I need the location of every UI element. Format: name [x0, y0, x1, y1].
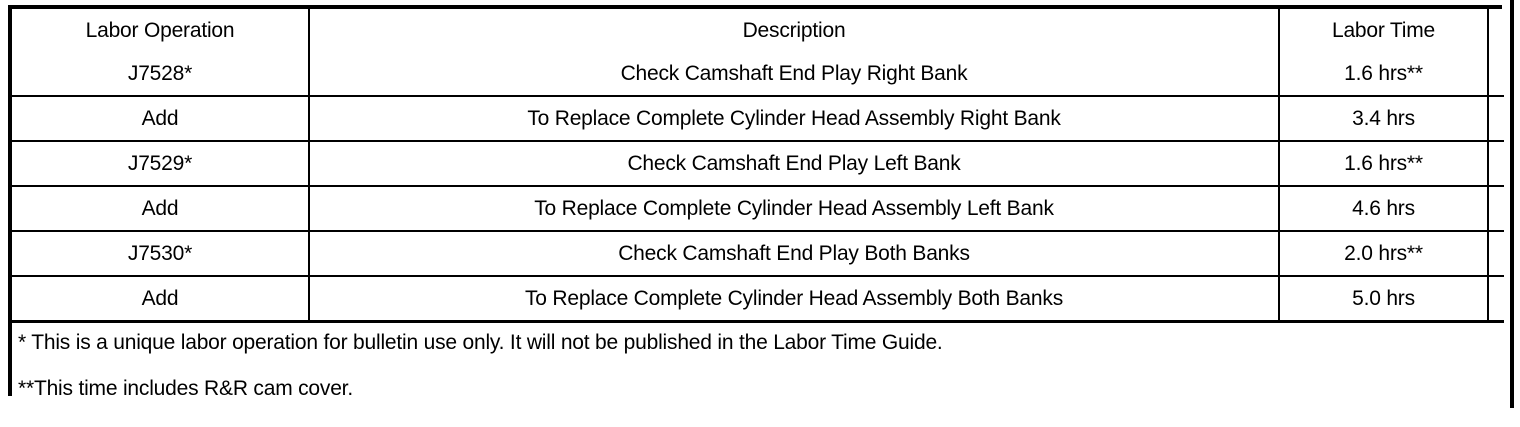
cell-labor-time: 4.6 hrs [1279, 186, 1488, 231]
cell-labor-time: 5.0 hrs [1279, 276, 1488, 322]
cell-blank [1488, 52, 1504, 96]
cell-blank [1488, 186, 1504, 231]
cell-labor-operation: Add [12, 276, 309, 322]
footnotes-cell: * This is a unique labor operation for b… [12, 322, 1504, 427]
labor-operation-table-container: Labor Operation Description Labor Time J… [8, 5, 1502, 396]
table-footnotes-row: * This is a unique labor operation for b… [12, 322, 1504, 427]
cell-labor-operation: J7528* [12, 52, 309, 96]
column-header-labor-operation: Labor Operation [12, 9, 309, 52]
footnote-double-asterisk: **This time includes R&R cam cover. [18, 377, 1504, 401]
footnote-spacer [18, 355, 1504, 377]
cell-blank [1488, 96, 1504, 141]
cell-labor-operation: Add [12, 96, 309, 141]
cell-description: Check Camshaft End Play Left Bank [309, 141, 1279, 186]
table-row: J7528* Check Camshaft End Play Right Ban… [12, 52, 1504, 96]
column-header-labor-time: Labor Time [1279, 9, 1488, 52]
column-header-blank [1488, 9, 1504, 52]
table-row: J7529* Check Camshaft End Play Left Bank… [12, 141, 1504, 186]
cell-description: Check Camshaft End Play Both Banks [309, 231, 1279, 276]
cell-labor-operation: Add [12, 186, 309, 231]
cell-description: To Replace Complete Cylinder Head Assemb… [309, 186, 1279, 231]
page-right-rule [1510, 0, 1514, 408]
table-row: Add To Replace Complete Cylinder Head As… [12, 276, 1504, 322]
footnote-single-asterisk: * This is a unique labor operation for b… [18, 331, 1504, 355]
table-header-row: Labor Operation Description Labor Time [12, 9, 1504, 52]
cell-description: To Replace Complete Cylinder Head Assemb… [309, 276, 1279, 322]
cell-blank [1488, 141, 1504, 186]
cell-description: Check Camshaft End Play Right Bank [309, 52, 1279, 96]
labor-operation-table: Labor Operation Description Labor Time J… [12, 9, 1504, 427]
column-header-description: Description [309, 9, 1279, 52]
cell-description: To Replace Complete Cylinder Head Assemb… [309, 96, 1279, 141]
cell-labor-time: 2.0 hrs** [1279, 231, 1488, 276]
table-body: J7528* Check Camshaft End Play Right Ban… [12, 52, 1504, 427]
table-row: Add To Replace Complete Cylinder Head As… [12, 186, 1504, 231]
page-root: Labor Operation Description Labor Time J… [0, 0, 1520, 408]
cell-blank [1488, 276, 1504, 322]
cell-blank [1488, 231, 1504, 276]
cell-labor-time: 1.6 hrs** [1279, 52, 1488, 96]
cell-labor-time: 1.6 hrs** [1279, 141, 1488, 186]
table-header: Labor Operation Description Labor Time [12, 9, 1504, 52]
cell-labor-operation: J7529* [12, 141, 309, 186]
table-row: J7530* Check Camshaft End Play Both Bank… [12, 231, 1504, 276]
table-row: Add To Replace Complete Cylinder Head As… [12, 96, 1504, 141]
cell-labor-time: 3.4 hrs [1279, 96, 1488, 141]
cell-labor-operation: J7530* [12, 231, 309, 276]
